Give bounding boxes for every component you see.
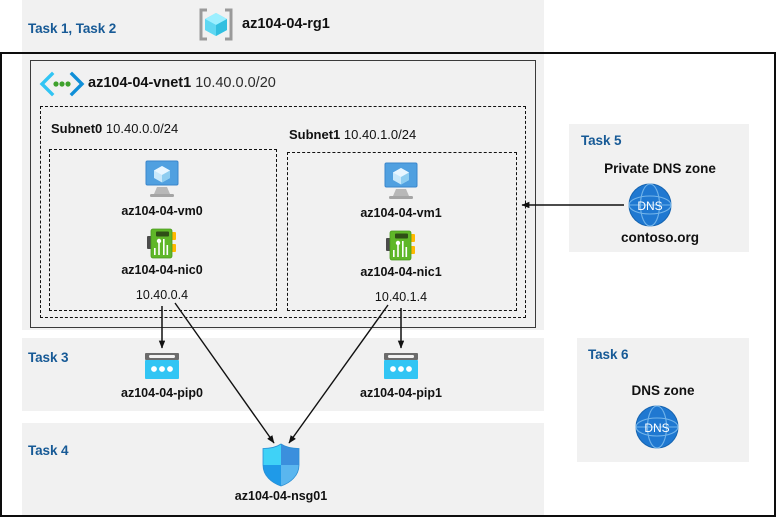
dns-globe-icon: DNS: [628, 183, 672, 227]
task-label-pip: Task 3: [28, 350, 69, 365]
network-interface-icon: [386, 230, 416, 262]
nic0-ip: 10.40.0.4: [135, 288, 189, 302]
vm1-label: az104-04-vm1: [360, 206, 442, 220]
task-label-rg: Task 1, Task 2: [28, 21, 117, 36]
subnet1-cidr-text: 10.40.1.0/24: [343, 127, 417, 142]
subnet1-box: [287, 152, 517, 311]
vnet-box: [30, 60, 536, 328]
private-dns-zone-title: Private DNS zone: [604, 161, 716, 176]
band-gap-2: [22, 411, 544, 423]
nic0-label: az104-04-nic0: [121, 263, 203, 277]
public-ip-address-icon: [143, 352, 181, 382]
task-label-dns: Task 6: [588, 347, 629, 362]
subnet0-cidr-text: 10.40.0.0/24: [105, 121, 179, 136]
subnet0-header: Subnet0 10.40.0.0/24: [51, 121, 178, 136]
dns-globe-icon: DNS: [635, 405, 679, 449]
public-ip-address-icon: [382, 352, 420, 382]
resource-group-cube-icon: [198, 8, 234, 41]
nsg-label: az104-04-nsg01: [234, 489, 328, 503]
diagram-outer-border: [0, 52, 776, 517]
virtual-machine-icon: [379, 162, 423, 200]
pip1-label: az104-04-pip1: [360, 386, 442, 400]
virtual-network-icon: [39, 71, 85, 97]
subnet0-name-text: Subnet0: [51, 121, 103, 136]
subnet1-name-text: Subnet1: [289, 127, 341, 142]
pip0-label: az104-04-pip0: [121, 386, 203, 400]
vm0-label: az104-04-vm0: [121, 204, 203, 218]
nic1-ip: 10.40.1.4: [374, 290, 428, 304]
resource-group-name: az104-04-rg1: [242, 16, 330, 32]
svg-text:DNS: DNS: [644, 421, 669, 435]
network-interface-icon: [147, 228, 177, 260]
subnet1-header: Subnet1 10.40.1.0/24: [289, 127, 416, 142]
vnet-header: az104-04-vnet1 10.40.0.0/20: [88, 75, 276, 91]
task-label-nsg: Task 4: [28, 443, 69, 458]
vnet-cidr-text: 10.40.0.0/20: [195, 75, 276, 91]
vnet-name-text: az104-04-vnet1: [88, 75, 192, 91]
private-dns-zone-domain: contoso.org: [621, 230, 699, 245]
rg-name-text: az104-04-rg1: [242, 16, 330, 32]
svg-text:DNS: DNS: [637, 199, 662, 213]
band-gap-1: [22, 330, 544, 338]
subnets-container-box: [40, 106, 526, 318]
network-security-group-shield-icon: [261, 443, 301, 487]
nic1-label: az104-04-nic1: [360, 265, 442, 279]
virtual-machine-icon: [140, 160, 184, 198]
subnet0-box: [49, 149, 277, 311]
dns-zone-title: DNS zone: [631, 383, 695, 398]
task-label-private-dns: Task 5: [581, 133, 622, 148]
